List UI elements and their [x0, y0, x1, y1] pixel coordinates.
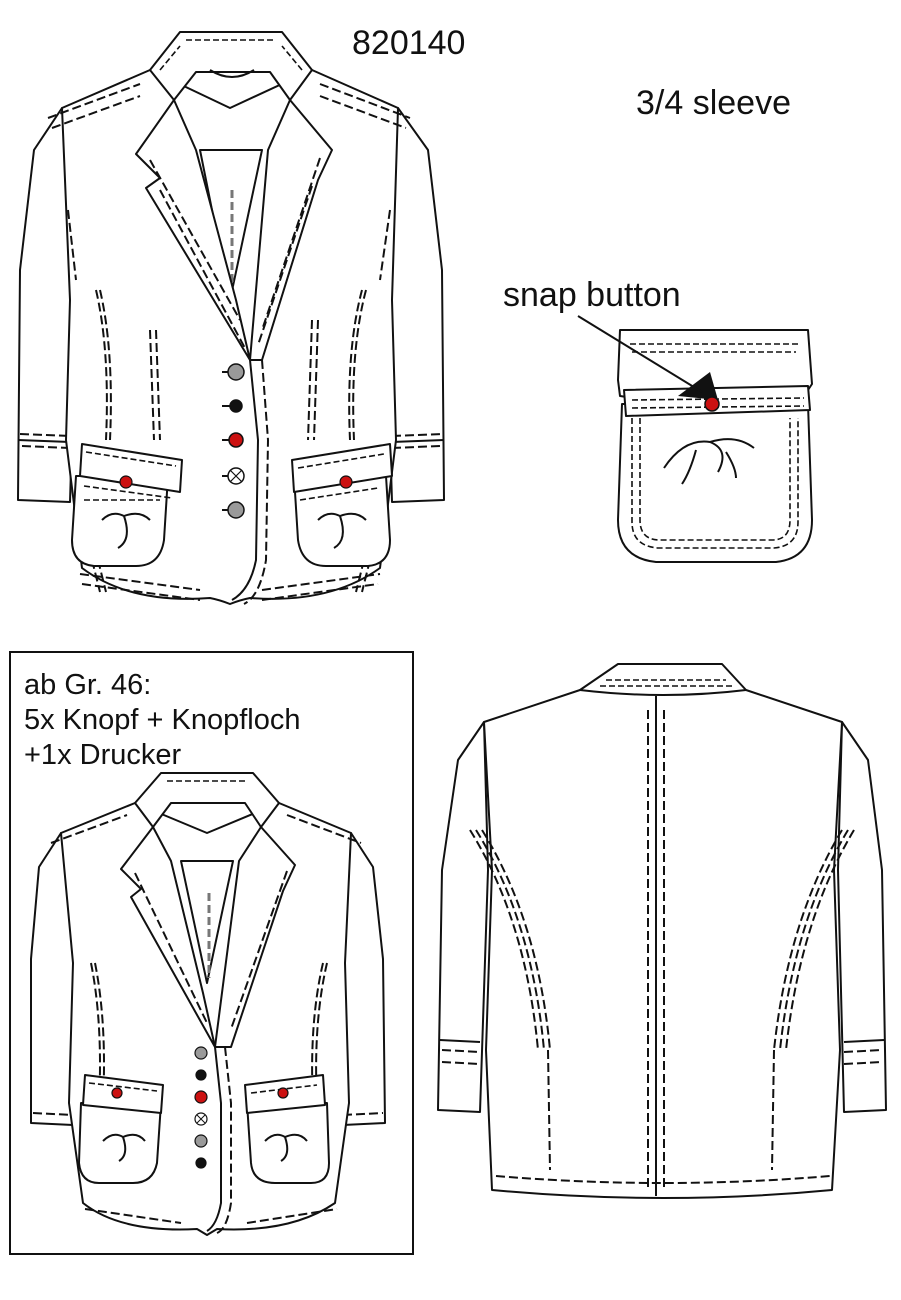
pocket-detail-snap — [704, 396, 720, 412]
large-button-4 — [194, 1112, 208, 1126]
large-size-panel: ab Gr. 46: 5x Knopf + Knopfloch +1x Druc… — [9, 651, 414, 1255]
style-number: 820140 — [352, 24, 466, 62]
pocket-detail-body — [617, 403, 813, 563]
back-left-sleeve — [437, 721, 489, 1113]
snap-button-label: snap button — [503, 276, 681, 314]
large-button-stack — [194, 1046, 208, 1169]
large-button-3 — [194, 1090, 208, 1104]
size-note-line-1: ab Gr. 46: — [24, 669, 152, 701]
front-button-5 — [227, 501, 245, 519]
front-button-3 — [228, 432, 244, 448]
front-button-stack — [222, 363, 245, 519]
jacket-front-view — [17, 31, 445, 605]
front-pocket-right — [291, 443, 393, 567]
size-note-line-2: 5x Knopf + Knopfloch — [24, 704, 301, 736]
large-button-5 — [194, 1134, 208, 1148]
pocket-detail-view — [617, 329, 813, 563]
front-pocket-snap-left — [119, 475, 133, 489]
large-button-1 — [194, 1046, 208, 1060]
front-button-4 — [227, 467, 245, 485]
large-pocket-snap-left — [111, 1087, 123, 1099]
snap-callout-line — [577, 315, 703, 393]
front-body — [17, 31, 445, 605]
jacket-front-large-size — [30, 772, 386, 1236]
large-button-6 — [195, 1157, 207, 1169]
back-torso — [483, 689, 843, 1199]
snap-arrow-head — [678, 372, 718, 400]
front-pocket-snap-right — [339, 475, 353, 489]
sleeve-note: 3/4 sleeve — [636, 84, 791, 122]
large-pocket-snap-right — [277, 1087, 289, 1099]
size-note-line-3: +1x Drucker — [24, 739, 182, 771]
front-pocket-left — [71, 443, 183, 567]
large-button-2 — [195, 1069, 207, 1081]
jacket-back-view — [437, 663, 887, 1199]
back-right-sleeve — [837, 721, 887, 1113]
front-lapel-left — [135, 99, 251, 361]
